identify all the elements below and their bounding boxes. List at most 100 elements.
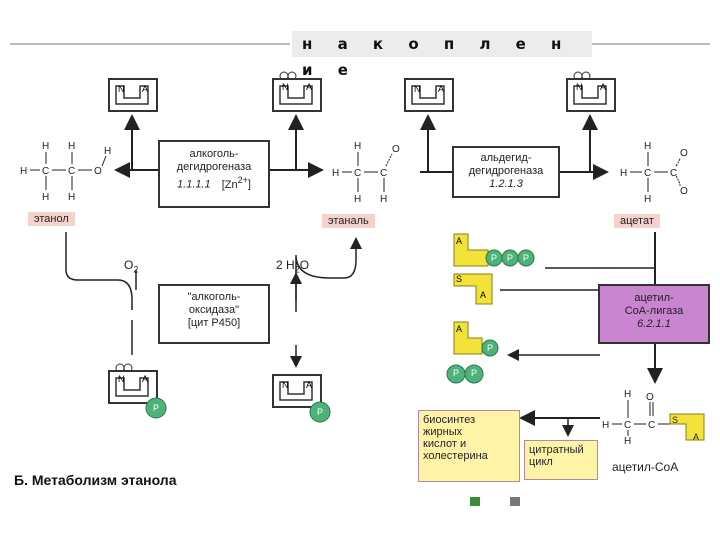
- svg-text:H: H: [380, 194, 387, 205]
- label-acetylcoa: ацетил-CoA: [612, 460, 679, 474]
- oxidase-line3: [цит P450]: [187, 317, 241, 329]
- nadph-p-glyph: P: [153, 403, 160, 413]
- svg-text:C: C: [644, 168, 651, 179]
- ligase-ec: 6.2.1.1: [637, 318, 671, 330]
- svg-text:C: C: [380, 168, 387, 179]
- o2-sub: 2: [133, 264, 139, 275]
- nadp-icon: [272, 374, 331, 423]
- svg-text:H: H: [68, 192, 75, 203]
- svg-text:O: O: [680, 186, 688, 197]
- adh-line2: дегидрогеназа: [176, 161, 252, 173]
- figure-caption: Б. Метаболизм этанола: [14, 472, 177, 488]
- oxidase-line2: оксидаза": [188, 304, 240, 316]
- amp-p-glyph: P: [487, 343, 494, 353]
- aldh-line1: альдегид-: [480, 152, 532, 164]
- svg-text:H: H: [620, 168, 627, 179]
- svg-text:H: H: [624, 389, 631, 400]
- nad2-a-glyph: A: [438, 84, 445, 94]
- label-ethanal: этаналь: [322, 214, 375, 228]
- atp-p1-glyph: P: [491, 253, 498, 263]
- atp-icon: [453, 233, 535, 267]
- atp-a-glyph: A: [456, 236, 463, 246]
- coa-icon-s-glyph: S: [456, 274, 463, 284]
- svg-text:C: C: [68, 166, 75, 177]
- h2o-post: O: [299, 258, 310, 272]
- nadph-a-glyph: A: [142, 374, 149, 384]
- svg-text:C: C: [624, 420, 631, 431]
- adh-ec-row: 1.1.1.1 [Zn2+]: [160, 174, 268, 192]
- adh-charge: 2+: [237, 175, 248, 185]
- ligase-line2: CoA-лигаза: [624, 305, 684, 317]
- svg-text:H: H: [20, 166, 27, 177]
- nadp-p-glyph: P: [317, 407, 324, 417]
- coa-a-glyph: A: [693, 432, 700, 442]
- svg-text:H: H: [104, 146, 111, 157]
- h2o-sub: 2: [294, 264, 300, 275]
- ligase-enzyme-box: ацетил- CoA-лигаза 6.2.1.1: [598, 284, 710, 344]
- svg-text:H: H: [42, 192, 49, 203]
- label-ethanol: этанол: [28, 212, 75, 226]
- biosynthesis-line1: биосинтез: [423, 414, 476, 426]
- svg-text:H: H: [68, 141, 75, 152]
- arrow-to-ethanal: [295, 237, 362, 312]
- svg-text:H: H: [332, 168, 339, 179]
- nad-a-glyph: A: [142, 84, 149, 94]
- svg-text:C: C: [648, 420, 655, 431]
- line-ethanol-down: [65, 232, 133, 310]
- biosynthesis-line4: холестерина: [423, 450, 488, 462]
- atp-p3-glyph: P: [523, 253, 530, 263]
- svg-text:C: C: [670, 168, 677, 179]
- svg-text:H: H: [644, 141, 651, 152]
- amp-a-glyph: A: [456, 324, 463, 334]
- adh-enzyme-box: алкоголь- дегидрогеназа 1.1.1.1 [Zn2+]: [158, 140, 270, 208]
- adh-close: ]: [247, 178, 251, 191]
- biosynthesis-box: биосинтез жирных кислот и холестерина: [418, 410, 520, 482]
- aldh-line2: дегидрогеназа: [468, 165, 544, 177]
- biosynthesis-line3: кислот и: [423, 438, 467, 450]
- o2-symbol: O: [124, 258, 134, 272]
- nad2-icon: [404, 78, 454, 112]
- svg-text:O: O: [94, 166, 102, 177]
- svg-text:O: O: [392, 144, 400, 155]
- bottom-marker-gray: [510, 497, 520, 506]
- ethanal-structure: H H C C O H H: [332, 141, 400, 205]
- svg-text:C: C: [354, 168, 361, 179]
- ppi-icon: [446, 364, 484, 384]
- nadh2-n-glyph: N: [576, 82, 583, 92]
- svg-text:O: O: [646, 392, 654, 403]
- ethanol-structure: H H H C C O H H H: [20, 141, 111, 203]
- nadh-a-glyph: A: [306, 82, 313, 92]
- ppi-p1-glyph: P: [453, 368, 460, 378]
- nad-n-glyph: N: [118, 84, 125, 94]
- ligase-line1: ацетил-: [634, 292, 674, 304]
- aldh-enzyme-box: альдегид- дегидрогеназа 1.2.1.3: [452, 146, 560, 198]
- banner-accumulation: н а к о п л е н и е: [292, 31, 592, 79]
- svg-text:H: H: [354, 141, 361, 152]
- citrate-line2: цикл: [529, 456, 553, 468]
- atp-p2-glyph: P: [507, 253, 514, 263]
- coa-icon-a-glyph: A: [480, 290, 487, 300]
- svg-text:H: H: [602, 420, 609, 431]
- coa-s-glyph: S: [672, 415, 679, 425]
- ppi-p2-glyph: P: [471, 368, 478, 378]
- citrate-line1: цитратный: [529, 444, 584, 456]
- nadh-icon: [272, 71, 322, 112]
- coa-icon: [453, 273, 493, 305]
- citrate-cycle-box: цитратный цикл: [524, 440, 598, 480]
- adh-line1: алкоголь-: [189, 148, 239, 160]
- nadh-n-glyph: N: [282, 82, 289, 92]
- svg-text:O: O: [680, 148, 688, 159]
- nad2-n-glyph: N: [414, 84, 421, 94]
- reagent-o2: O2: [124, 258, 138, 274]
- svg-text:C: C: [42, 166, 49, 177]
- reagent-h2o: 2 H2O: [276, 258, 309, 274]
- svg-text:H: H: [354, 194, 361, 205]
- nadph-n-glyph: N: [118, 374, 125, 384]
- nadp-n-glyph: N: [282, 380, 289, 390]
- aldh-ec: 1.2.1.3: [489, 178, 523, 190]
- bottom-marker-green: [470, 497, 480, 506]
- svg-text:H: H: [42, 141, 49, 152]
